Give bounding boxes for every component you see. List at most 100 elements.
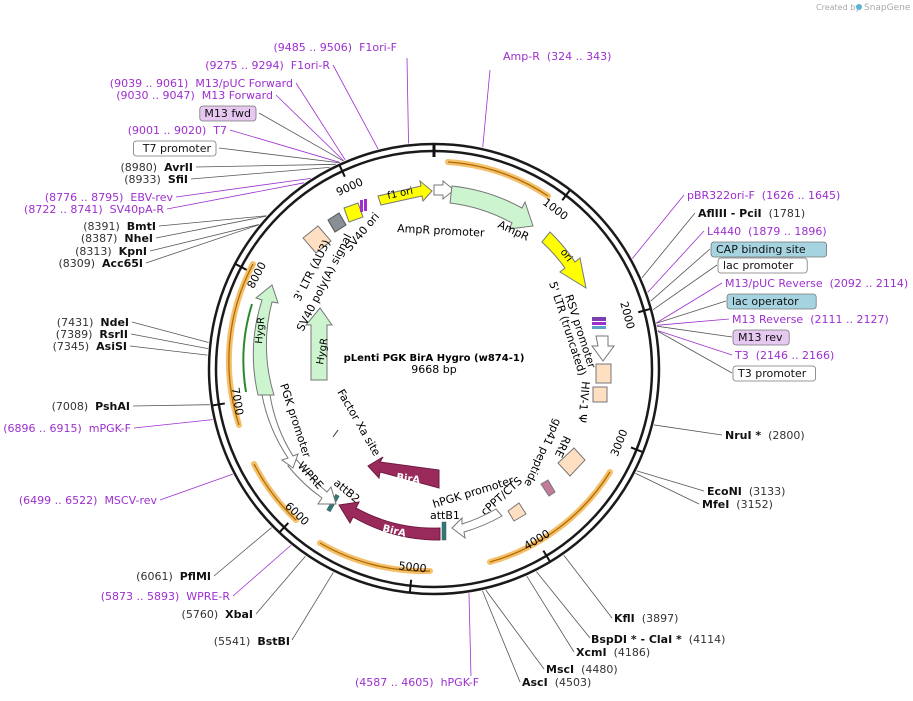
site-label-mfei[interactable]: MfeI (3152): [702, 498, 773, 511]
label-name: NruI *: [725, 429, 761, 442]
feature-bira-inner[interactable]: [367, 456, 440, 489]
site-label-nhei[interactable]: (8387) NheI: [81, 232, 153, 245]
site-label-bspdi[interactable]: BspDI * - ClaI * (4114): [591, 633, 725, 646]
label-coords: (8980): [121, 161, 158, 174]
feature-ori[interactable]: [541, 231, 587, 290]
label-text: (6499 .. 6522) MSCV-rev: [19, 494, 158, 507]
site-label-sv40pa-r[interactable]: (8722 .. 8741) SV40pA-R: [24, 203, 164, 216]
site-label-l4440[interactable]: L4440 (1879 .. 1896): [707, 225, 827, 238]
site-label-asisi[interactable]: (7345) AsiSI: [53, 340, 127, 353]
feature-attb1[interactable]: [441, 521, 447, 541]
label-coords: (5760): [182, 608, 219, 621]
leader-line: [641, 212, 696, 279]
site-label-m13puc-fwd[interactable]: (9039 .. 9061) M13/pUC Forward: [110, 77, 293, 90]
site-label-asci[interactable]: AscI (4503): [522, 676, 591, 689]
site-label-sfii[interactable]: (8933) SfiI: [124, 173, 188, 186]
feature-m13-rev-mark[interactable]: [592, 322, 606, 325]
label-coords: (2092 .. 2114): [830, 277, 909, 290]
label-name: lac promoter: [723, 259, 794, 272]
site-label-nrui[interactable]: NruI * (2800): [725, 429, 805, 442]
feature-wpre[interactable]: [287, 459, 337, 505]
feature-5ltr[interactable]: [595, 363, 612, 384]
site-label-econi[interactable]: EcoNI (3133): [707, 485, 785, 498]
label-coords: (7008): [52, 400, 89, 413]
feature-hygr[interactable]: [252, 284, 279, 396]
leader-line: [190, 167, 330, 180]
site-label-rsrii[interactable]: (7389) RsrII: [56, 328, 128, 341]
feature-pgk-promoter[interactable]: [261, 394, 299, 469]
site-label-amp-r[interactable]: Amp-R (324 .. 343): [503, 50, 611, 63]
leader-line: [129, 345, 208, 356]
label-text: (8722 .. 8741) SV40pA-R: [24, 203, 164, 216]
feature-hiv1-psi[interactable]: [592, 386, 608, 403]
label-coords: (8722 .. 8741): [24, 203, 103, 216]
site-label-ndei[interactable]: (7431) NdeI: [57, 316, 129, 329]
feature-ampr[interactable]: [449, 185, 534, 230]
label-name: BmtI: [127, 220, 156, 233]
orf-arcs: [225, 159, 613, 575]
site-label-f1ori-r[interactable]: (9275 .. 9294) F1ori-R: [205, 59, 330, 72]
feature-hygr-inner[interactable]: [304, 307, 333, 381]
site-label-lac-promoter[interactable]: lac promoter: [717, 257, 808, 274]
site-label-m13-rev[interactable]: M13 rev: [732, 329, 790, 346]
feature-gp41[interactable]: [540, 479, 556, 497]
site-label-xbai[interactable]: (5760) XbaI: [182, 608, 253, 621]
site-label-mpgk-f[interactable]: (6896 .. 6915) mPGK-F: [3, 422, 131, 435]
site-label-pshai[interactable]: (7008) PshAI: [52, 400, 130, 413]
site-label-acc65i[interactable]: (8309) Acc65I: [58, 257, 143, 270]
site-label-cap-site[interactable]: CAP binding site: [710, 241, 827, 258]
site-label-pbr322ori-f[interactable]: pBR322ori-F (1626 .. 1645): [687, 189, 840, 202]
feature-3ltr[interactable]: [302, 225, 332, 254]
site-label-avrii[interactable]: (8980) AvrII: [121, 161, 193, 174]
feature-ampr-promoter[interactable]: [433, 179, 455, 201]
site-label-kpni[interactable]: (8313) KpnI: [75, 245, 147, 258]
site-label-bmti[interactable]: (8391) BmtI: [83, 220, 156, 233]
site-label-t3[interactable]: T3 (2146 .. 2166): [734, 349, 834, 362]
site-label-pflmi[interactable]: (6061) PflMI: [136, 570, 211, 583]
feature-rsv-promoter[interactable]: [591, 335, 615, 362]
hygr-orf-line: [242, 303, 253, 393]
site-label-t7-promoter[interactable]: T7 promoter: [132, 140, 217, 157]
label-text: M13 Reverse (2111 .. 2127): [732, 313, 889, 326]
feature-hpgk-promoter[interactable]: [451, 508, 503, 540]
feature-lac-operator-mark[interactable]: [592, 317, 606, 321]
site-label-xcmi[interactable]: XcmI (4186): [576, 646, 650, 659]
site-label-lac-operator[interactable]: lac operator: [726, 293, 817, 310]
feature-cap-mark[interactable]: [592, 326, 606, 329]
feature-cppt[interactable]: [507, 502, 527, 522]
site-label-m13-fwd-long[interactable]: (9030 .. 9047) M13 Forward: [116, 89, 273, 102]
site-label-hpgk-f[interactable]: (4587 .. 4605) hPGK-F: [355, 676, 479, 689]
label-coords: (3152): [736, 498, 773, 511]
feature-psi-label: HIV-1 Ψ: [575, 381, 592, 424]
outer-labels: (9485 .. 9506) F1ori-F (9275 .. 9294) F1o…: [3, 41, 908, 689]
feature-sv40-ori[interactable]: [343, 202, 364, 223]
site-label-m13-fwd[interactable]: M13 fwd: [199, 105, 257, 122]
site-label-wpre-r[interactable]: (5873 .. 5893) WPRE-R: [101, 590, 231, 603]
feature-rre[interactable]: [557, 447, 586, 477]
site-label-bstbi[interactable]: (5541) BstBI: [214, 635, 290, 648]
label-name: SV40pA-R: [110, 203, 165, 216]
site-label-m13puc-rev[interactable]: M13/pUC Reverse (2092 .. 2114): [725, 277, 908, 290]
site-label-kfli[interactable]: KflI (3897): [614, 612, 678, 625]
label-coords: (4587 .. 4605): [355, 676, 434, 689]
label-name: T3 promoter: [737, 367, 807, 380]
label-text: (8933) SfiI: [124, 173, 188, 186]
site-label-msci[interactable]: MscI (4480): [546, 663, 618, 676]
tick-mark: [212, 402, 225, 407]
site-label-ebv-rev[interactable]: (8776 .. 8795) EBV-rev: [45, 191, 174, 204]
feature-f1-ori[interactable]: [377, 179, 433, 206]
site-label-mscv-rev[interactable]: (6499 .. 6522) MSCV-rev: [19, 494, 158, 507]
label-text: BspDI * - ClaI * (4114): [591, 633, 725, 646]
site-label-t7[interactable]: (9001 .. 9020) T7: [128, 124, 227, 137]
label-coords: (4503): [555, 676, 592, 689]
site-label-f1ori-f[interactable]: (9485 .. 9506) F1ori-F: [274, 41, 398, 54]
feature-sv40pa[interactable]: [327, 212, 347, 233]
site-label-t3-promoter[interactable]: T3 promoter: [732, 365, 816, 382]
label-coords: (2146 .. 2166): [756, 349, 835, 362]
label-text: (4587 .. 4605) hPGK-F: [355, 676, 479, 689]
feature-bira[interactable]: [338, 501, 441, 541]
site-label-m13-reverse[interactable]: M13 Reverse (2111 .. 2127): [732, 313, 889, 326]
label-name: Amp-R: [503, 50, 540, 63]
site-label-afliii[interactable]: AflIII - PciI (1781): [698, 207, 805, 220]
label-name: AvrII: [164, 161, 193, 174]
